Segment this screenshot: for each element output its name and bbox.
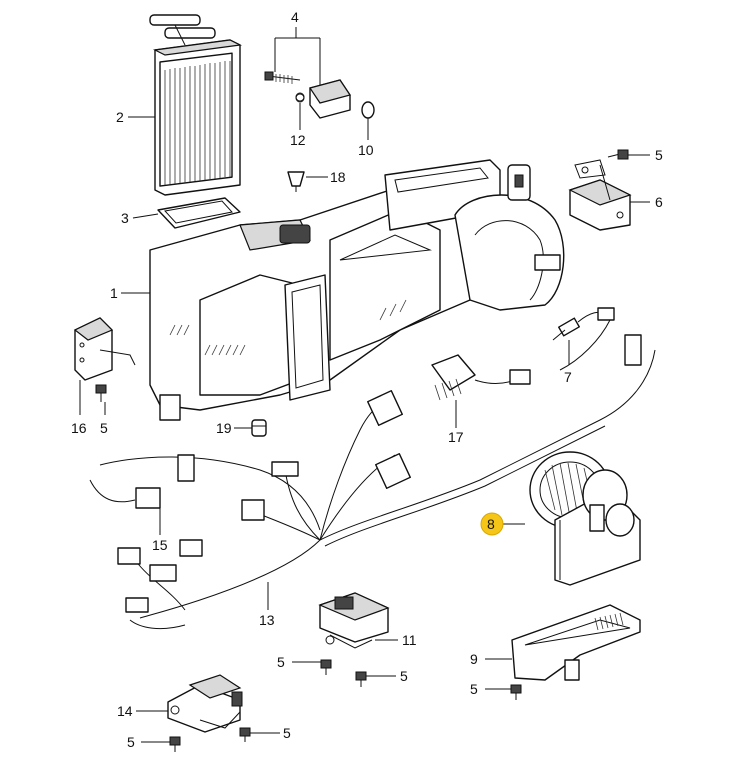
callout-19[interactable]: 19 — [216, 420, 232, 436]
callout-5-left[interactable]: 5 — [100, 420, 108, 436]
o-ring-12-part — [295, 92, 305, 102]
callout-14[interactable]: 14 — [117, 703, 133, 719]
wiring-harness-part — [89, 307, 656, 630]
callout-5-bottom-left[interactable]: 5 — [127, 734, 135, 750]
flap-actuator-6-part — [568, 159, 632, 231]
flap-actuator-11-part — [318, 592, 390, 649]
temp-sensor-part — [552, 311, 606, 341]
callout-5-mid-right[interactable]: 5 — [400, 668, 408, 684]
callout-5-cover[interactable]: 5 — [470, 681, 478, 697]
callout-7[interactable]: 7 — [564, 369, 572, 385]
screw-cover — [510, 684, 522, 700]
callout-5-mid-left[interactable]: 5 — [277, 654, 285, 670]
callout-2[interactable]: 2 — [116, 109, 124, 125]
callout-1[interactable]: 1 — [110, 285, 118, 301]
callout-8[interactable]: 8 — [487, 516, 495, 532]
screw-bottom-2 — [239, 727, 251, 742]
callout-15[interactable]: 15 — [152, 537, 168, 553]
callout-17[interactable]: 17 — [448, 429, 464, 445]
screw-left — [95, 384, 107, 402]
plug-part — [251, 419, 267, 437]
flap-actuator-14-part — [167, 674, 243, 733]
blower-cover-part — [511, 604, 641, 681]
callout-5-bottom-right[interactable]: 5 — [283, 725, 291, 741]
flap-actuator-16-part — [73, 317, 136, 381]
leader-lines — [79, 27, 650, 743]
screw-bottom-1 — [169, 736, 181, 752]
actuator-part — [264, 71, 351, 119]
o-ring-10-part — [361, 101, 375, 119]
callout-3[interactable]: 3 — [121, 210, 129, 226]
heater-core-part — [149, 14, 243, 196]
callout-5-top-right[interactable]: 5 — [655, 147, 663, 163]
callout-13[interactable]: 13 — [259, 612, 275, 628]
callout-12[interactable]: 12 — [290, 132, 306, 148]
blower-scroll-housing — [384, 159, 565, 311]
screw-mid-2 — [355, 671, 367, 687]
screw-mid-1 — [320, 659, 332, 675]
callout-9[interactable]: 9 — [470, 651, 478, 667]
callout-4[interactable]: 4 — [291, 9, 299, 25]
screw-top-right — [607, 149, 629, 160]
callout-10[interactable]: 10 — [358, 142, 374, 158]
callout-18[interactable]: 18 — [330, 169, 346, 185]
callout-16[interactable]: 16 — [71, 420, 87, 436]
callout-labels: 2 3 1 4 12 10 18 5 6 7 16 5 19 17 15 13 … — [71, 9, 663, 750]
callout-6[interactable]: 6 — [655, 194, 663, 210]
callout-11[interactable]: 11 — [402, 632, 417, 648]
blower-motor-part — [529, 451, 641, 586]
blower-resistor-part — [431, 354, 531, 401]
clip-part — [287, 171, 305, 192]
gasket-part — [157, 197, 241, 229]
callout-8-highlight — [480, 512, 504, 536]
